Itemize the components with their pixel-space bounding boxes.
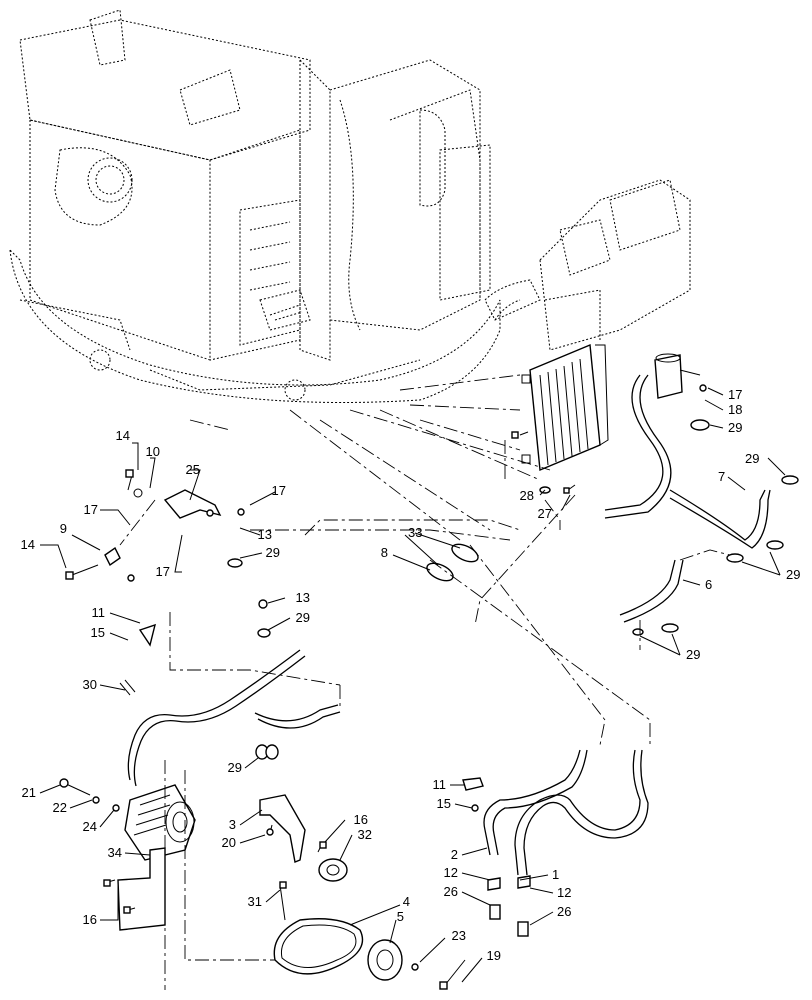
callout-13-lower: 13 — [296, 590, 310, 605]
callout-7: 7 — [718, 469, 725, 484]
callout-31: 31 — [248, 894, 262, 909]
bolts — [59, 384, 707, 990]
callout-17-left: 17 — [84, 502, 98, 517]
callout-25: 25 — [186, 462, 200, 477]
condenser — [521, 343, 609, 472]
hose-30 — [119, 649, 341, 787]
hoses-lower-right — [483, 749, 649, 876]
callout-21: 21 — [22, 785, 36, 800]
callout-18: 18 — [728, 402, 742, 417]
engine-assembly — [9, 9, 501, 403]
callout-17-right: 17 — [272, 483, 286, 498]
callout-12-right: 12 — [557, 885, 571, 900]
receiver-drier — [654, 353, 701, 399]
grommets — [426, 543, 479, 582]
callout-labels: 14 10 25 17 17 13 9 29 14 17 13 29 11 15… — [21, 387, 801, 963]
callout-27: 27 — [538, 506, 552, 521]
callout-23: 23 — [452, 928, 466, 943]
callout-28: 28 — [520, 488, 534, 503]
callout-19: 19 — [487, 948, 501, 963]
callout-11-left: 11 — [92, 605, 106, 620]
callout-2: 2 — [451, 847, 458, 862]
callout-29-hose-end: 29 — [745, 451, 759, 466]
fittings — [127, 419, 799, 937]
hoses-upper-right — [604, 374, 771, 623]
callout-16-right: 16 — [354, 812, 368, 827]
bracket-3 — [259, 794, 306, 863]
bracket-25 — [104, 488, 222, 647]
callout-12-left: 12 — [444, 865, 458, 880]
bracket-34 — [117, 847, 166, 931]
callout-14-top: 14 — [116, 428, 130, 443]
leader-lines — [39, 387, 786, 983]
callout-29-bottom-right: 29 — [686, 647, 700, 662]
callout-17-top-right: 17 — [728, 387, 742, 402]
callout-34: 34 — [108, 845, 122, 860]
callout-6: 6 — [705, 577, 712, 592]
callout-33: 33 — [408, 525, 422, 540]
callout-26-left: 26 — [444, 884, 458, 899]
callout-29-upper-left: 29 — [266, 545, 280, 560]
callout-29-right: 29 — [786, 567, 800, 582]
callout-15-left: 15 — [91, 625, 105, 640]
callout-3: 3 — [229, 817, 236, 832]
callout-17-lower: 17 — [156, 564, 170, 579]
callout-10: 10 — [146, 444, 160, 459]
callout-22: 22 — [53, 800, 67, 815]
callout-29-top-right: 29 — [728, 420, 742, 435]
callout-11-right: 11 — [433, 777, 447, 792]
callout-26-right: 26 — [557, 904, 571, 919]
callout-1: 1 — [552, 867, 559, 882]
callout-9: 9 — [60, 521, 67, 536]
callout-24: 24 — [83, 819, 97, 834]
callout-30: 30 — [83, 677, 97, 692]
callout-29-mid: 29 — [296, 610, 310, 625]
callout-14-left: 14 — [21, 537, 35, 552]
callout-32: 32 — [358, 827, 372, 842]
callout-13-upper: 13 — [258, 527, 272, 542]
routing-lines — [119, 374, 731, 990]
blower-housing — [484, 179, 691, 351]
callout-4: 4 — [403, 894, 410, 909]
callout-8: 8 — [381, 545, 388, 560]
callout-29-lower-left: 29 — [228, 760, 242, 775]
callout-20: 20 — [222, 835, 236, 850]
callout-16-left: 16 — [83, 912, 97, 927]
callout-15-right: 15 — [437, 796, 451, 811]
pulleys-and-belt — [273, 858, 403, 981]
callout-5: 5 — [397, 909, 404, 924]
